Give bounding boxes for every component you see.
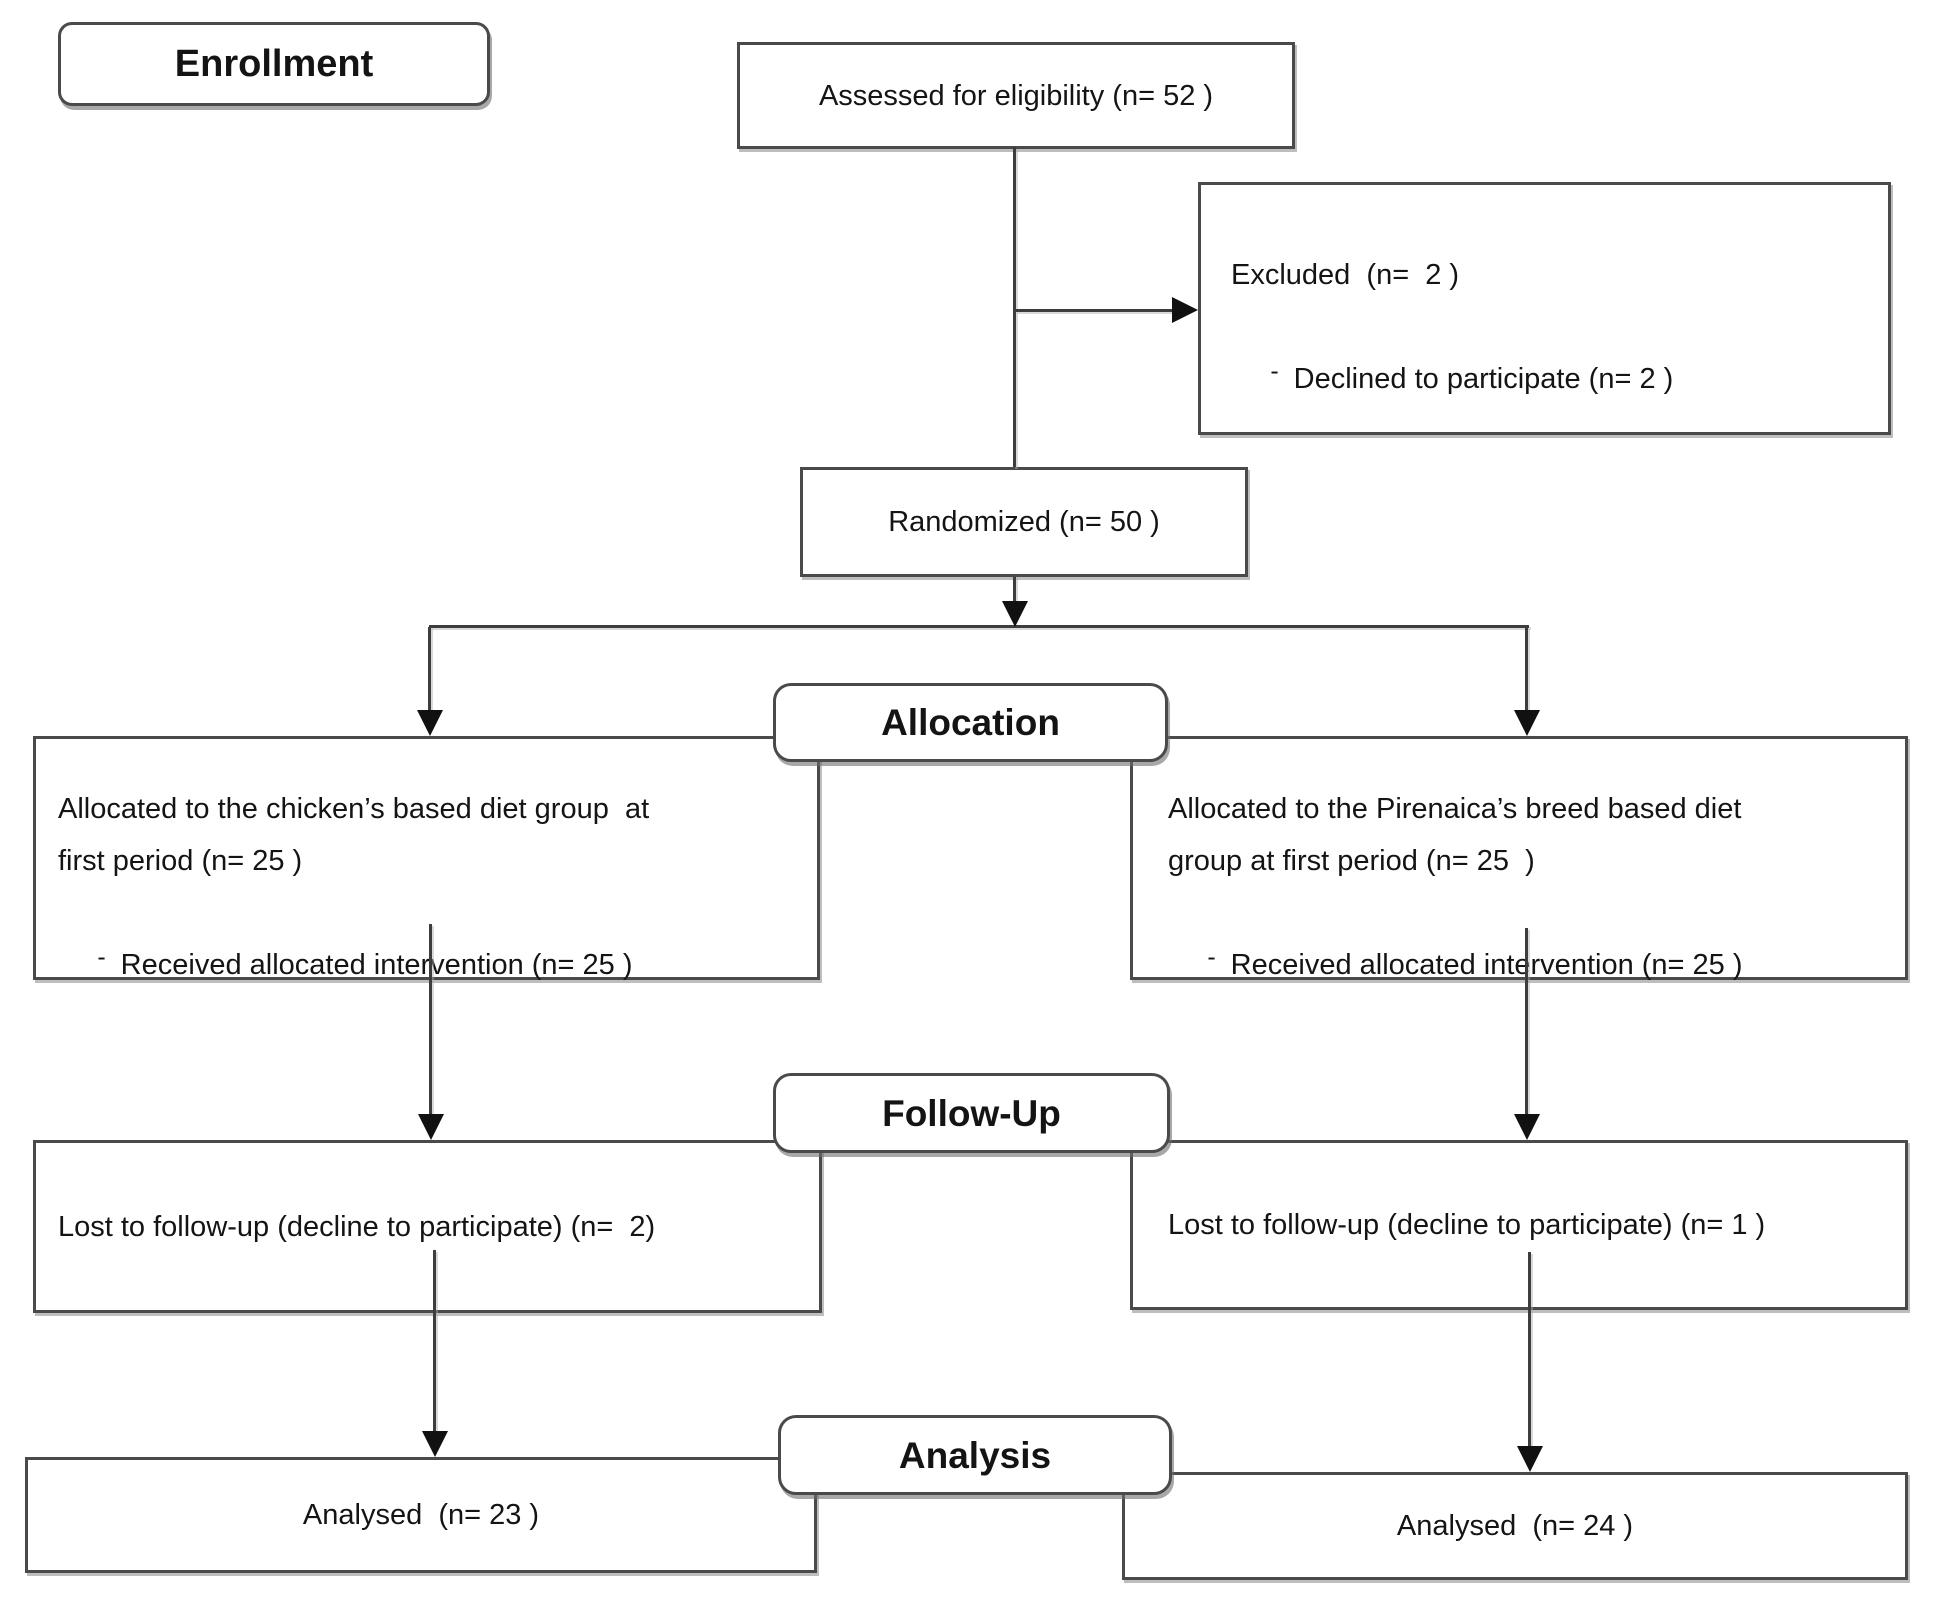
allocation-right-line1: Allocated to the Pirenaica’s breed based… (1168, 793, 1742, 825)
connector-allocation-left-to-followup (429, 924, 432, 1120)
followup-right-text: Lost to follow-up (decline to participat… (1168, 1209, 1766, 1241)
excluded-title: Excluded (n= 2 ) (1231, 259, 1460, 291)
analysis-left-box: Analysed (n= 23 ) (25, 1457, 817, 1573)
allocation-right-received-line: -Received allocated intervention (n= 25 … (1159, 887, 1890, 1044)
allocation-stage-label: Allocation (773, 683, 1168, 762)
connector-split-left-down (428, 627, 431, 715)
followup-stage-text: Follow-Up (882, 1092, 1061, 1134)
followup-stage-label: Follow-Up (773, 1073, 1170, 1153)
followup-left-text: Lost to follow-up (decline to participat… (58, 1210, 656, 1243)
connector-branch-to-excluded (1015, 309, 1175, 312)
allocation-right-received-text: Received allocated intervention (n= 25 ) (1230, 949, 1743, 981)
arrowhead-into-allocation-right (1514, 710, 1540, 736)
randomized-text: Randomized (n= 50 ) (888, 506, 1160, 538)
followup-right-box: Lost to follow-up (decline to participat… (1130, 1140, 1908, 1310)
allocation-left-line2: first period (n= 25 ) (58, 845, 303, 877)
analysed-left-text: Analysed (n= 23 ) (302, 1499, 540, 1531)
followup-left-box: Lost to follow-up (decline to participat… (33, 1140, 822, 1313)
excluded-box: Excluded (n= 2 ) -Declined to participat… (1198, 182, 1891, 435)
analysis-right-box: Analysed (n= 24 ) (1122, 1472, 1908, 1580)
split-line-horizontal (429, 625, 1529, 628)
allocation-stage-text: Allocation (881, 702, 1060, 743)
connector-assessed-to-randomized (1013, 147, 1016, 467)
arrowhead-into-analysed-right (1517, 1446, 1543, 1472)
analysis-stage-text: Analysis (898, 1434, 1052, 1476)
arrowhead-into-analysed-left (422, 1431, 448, 1457)
arrowhead-into-excluded (1172, 297, 1198, 323)
allocation-left-received-line: -Received allocated intervention (n= 25 … (49, 887, 802, 1044)
arrowhead-into-followup-left (418, 1114, 444, 1140)
connector-followup-right-to-analysis (1528, 1252, 1531, 1450)
enrollment-stage-text: Enrollment (174, 43, 374, 85)
bullet-dash-icon: - (1207, 943, 1216, 971)
allocation-left-received-text: Received allocated intervention (n= 25 ) (120, 949, 633, 981)
excluded-reason-text: Declined to participate (n= 2 ) (1293, 363, 1674, 395)
enrollment-stage-label: Enrollment (58, 22, 490, 106)
connector-followup-left-to-analysis (433, 1250, 436, 1436)
randomized-box: Randomized (n= 50 ) (800, 467, 1248, 577)
connector-allocation-right-to-followup (1525, 928, 1528, 1120)
allocation-left-box: Allocated to the chicken’s based diet gr… (33, 736, 820, 981)
assessed-text: Assessed for eligibility (n= 52 ) (818, 79, 1214, 112)
connector-split-right-down (1525, 627, 1528, 715)
arrowhead-into-followup-right (1514, 1114, 1540, 1140)
excluded-reason-line: -Declined to participate (n= 2 ) (1222, 301, 1873, 458)
allocation-left-line1: Allocated to the chicken’s based diet gr… (58, 793, 650, 825)
bullet-dash-icon: - (1270, 357, 1279, 385)
connector-randomized-down (1013, 577, 1016, 607)
assessed-box: Assessed for eligibility (n= 52 ) (737, 42, 1295, 149)
allocation-right-box: Allocated to the Pirenaica’s breed based… (1130, 736, 1908, 981)
analysed-right-text: Analysed (n= 24 ) (1396, 1510, 1634, 1542)
bullet-dash-icon: - (97, 943, 106, 971)
allocation-right-line2: group at first period (n= 25 ) (1168, 845, 1535, 877)
arrowhead-onto-split-line (1002, 601, 1028, 627)
arrowhead-into-allocation-left (417, 710, 443, 736)
analysis-stage-label: Analysis (778, 1415, 1172, 1495)
